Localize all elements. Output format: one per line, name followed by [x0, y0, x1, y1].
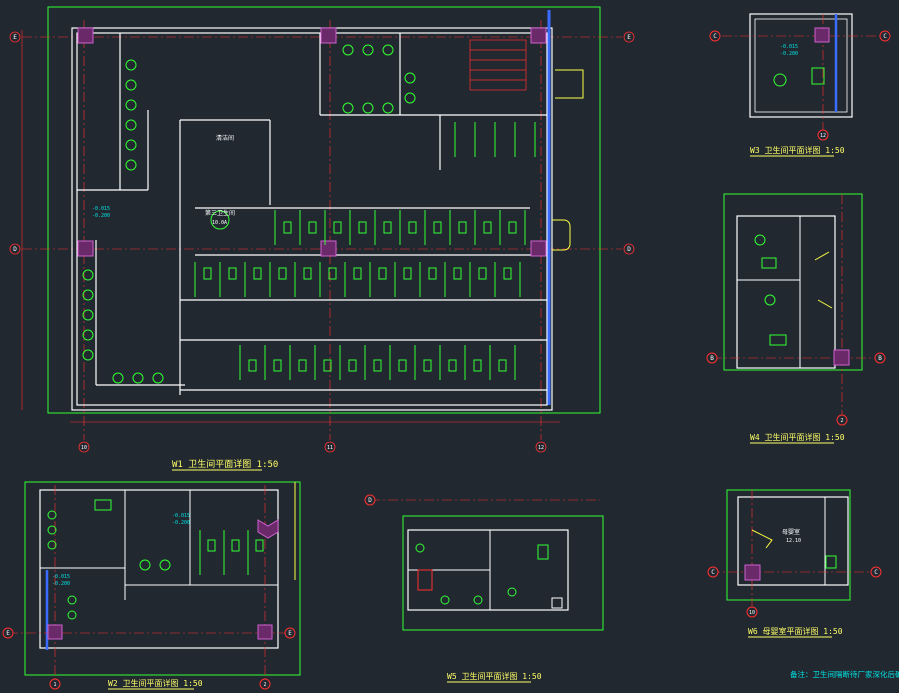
plan-w3: -0.015 -0.200 C C 12 W3 卫生间平面详图 1:50: [709, 13, 891, 157]
w3-basin: [773, 73, 787, 87]
w4-axis-label-b-right: B: [878, 355, 882, 362]
w1-entrance-canopy: [552, 219, 571, 251]
axis-label-e-left: E: [13, 34, 17, 41]
w5-stair: [417, 569, 433, 591]
w2-elev-drop: -0.200: [172, 520, 190, 526]
w2-axis-label-1: 1: [53, 682, 56, 688]
axis-label-d-left: D: [13, 246, 17, 253]
w6-walls: [737, 496, 849, 586]
w2-frame: [24, 481, 301, 676]
drawing-note: 备注：卫生间隔断待厂家深化后确定: [790, 669, 899, 679]
w1-fixtures-wash: [82, 44, 416, 384]
axis-label-11: 11: [327, 445, 333, 451]
w6-axis-label-10: 10: [749, 610, 755, 616]
w6-column: [744, 564, 761, 581]
w3-axis-label-c-right: C: [883, 33, 887, 40]
w3-elev-low: -0.015: [780, 44, 798, 50]
plan-w4: B B 2 W4 卫生间平面详图 1:50: [706, 193, 886, 444]
w1-door-right: [555, 69, 584, 99]
w2-fixtures: [47, 499, 264, 620]
w5-title: W5 卫生间平面详图 1:50: [447, 671, 542, 681]
w1-stairs: [469, 39, 527, 91]
w3-axis-label-12: 12: [820, 133, 826, 139]
w4-axis-label-2: 2: [840, 418, 843, 424]
w1-axis-bubbles: [9, 31, 635, 453]
w2-elev-low: -0.015: [172, 513, 190, 519]
w6-axis-label-c-right: C: [874, 569, 878, 576]
w3-axis-label-c-left: C: [713, 33, 717, 40]
plan-w5: D W5 卫生间平面详图 1:50: [364, 494, 604, 683]
w4-title: W4 卫生间平面详图 1:50: [750, 432, 845, 442]
w3-elev-drop: -0.200: [780, 51, 798, 57]
axis-label-d-right: D: [627, 246, 631, 253]
w1-frame: [47, 6, 601, 414]
w6-room-area: 12.10: [786, 538, 801, 544]
w3-title: W3 卫生间平面详图 1:50: [750, 145, 845, 155]
w2-axis-label-2: 2: [263, 682, 266, 688]
w2-axis-label-e-left: E: [6, 630, 10, 637]
w2-column-hex: [257, 519, 279, 539]
w6-basin: [825, 555, 837, 569]
w6-room-label: 母婴室: [782, 528, 800, 536]
w4-walls: [736, 215, 836, 369]
w1-stalls: [194, 122, 536, 380]
w5-axis-label-d: D: [368, 497, 372, 504]
w1-accessible-label: 第三卫生间: [205, 209, 235, 217]
w2-elev-drop-2: -0.200: [52, 581, 70, 587]
plan-w2: -0.015 -0.200 -0.015 -0.200 E E 1 2 W2 卫…: [2, 481, 301, 690]
w2-title: W2 卫生间平面详图 1:50: [108, 678, 203, 688]
w3-column: [814, 27, 830, 43]
w3-toilet: [811, 67, 825, 85]
w1-walls: [71, 27, 553, 411]
plan-w6: 母婴室 12.10 C C 10 W6 母婴室平面详图 1:50: [707, 489, 882, 638]
w1-title: W1 卫生间平面详图 1:50: [172, 458, 278, 470]
w6-title: W6 母婴室平面详图 1:50: [748, 626, 843, 636]
w2-elev-low-2: -0.015: [52, 574, 70, 580]
w2-walls: [39, 489, 279, 649]
w1-janitor-label: 清洁间: [216, 134, 234, 142]
axis-label-12: 12: [538, 445, 544, 451]
w3-walls: [749, 13, 853, 118]
w5-frame: [402, 515, 604, 631]
w2-axis-label-e-right: E: [288, 630, 292, 637]
w4-axis-label-b-left: B: [710, 355, 714, 362]
w6-axis-label-c-left: C: [711, 569, 715, 576]
w4-column: [833, 349, 850, 366]
w1-elev-drop: -0.200: [92, 213, 110, 219]
plan-w1: 第三卫生间 10.0A 清洁间 -0.015 -0.200 E E D D 10…: [9, 6, 635, 471]
axis-label-10: 10: [81, 445, 87, 451]
axis-label-e-right: E: [627, 34, 631, 41]
w6-door: [751, 529, 773, 549]
w4-frame: [723, 193, 863, 371]
w1-accessible-area: 10.0A: [212, 220, 227, 226]
w6-frame: [726, 489, 851, 601]
w1-elev-low: -0.015: [92, 206, 110, 212]
w5-fixtures: [415, 543, 549, 605]
